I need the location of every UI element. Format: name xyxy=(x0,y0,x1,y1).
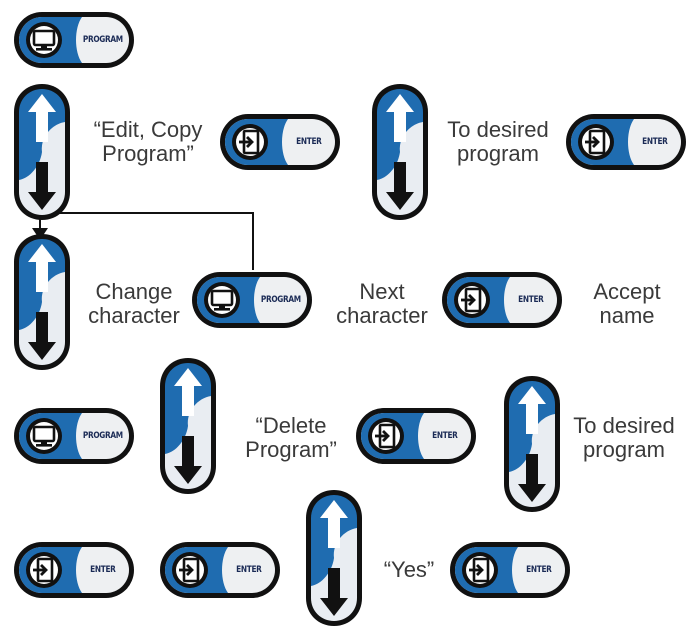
enter-icon xyxy=(12,538,76,602)
down-arrow-icon xyxy=(306,558,362,626)
up-arrow-icon xyxy=(14,84,70,152)
program-button-label: PROGRAM xyxy=(260,295,301,305)
enter-icon xyxy=(564,110,628,174)
program-button-label: PROGRAM xyxy=(82,431,123,441)
program-button[interactable]: PROGRAM xyxy=(12,8,136,72)
up-arrow-icon xyxy=(504,376,560,444)
enter-button-label: ENTER xyxy=(90,565,116,575)
up-arrow-icon xyxy=(14,234,70,302)
up-down-arrow-button[interactable] xyxy=(370,82,430,222)
down-arrow-icon xyxy=(504,444,560,512)
down-arrow-icon xyxy=(372,152,428,220)
enter-button-label: ENTER xyxy=(642,137,668,147)
enter-button-label: ENTER xyxy=(518,295,544,305)
program-button-label: PROGRAM xyxy=(82,35,123,45)
up-down-arrow-button[interactable] xyxy=(158,356,218,496)
enter-button[interactable]: ENTER xyxy=(448,538,572,602)
monitor-icon xyxy=(190,268,254,332)
down-arrow-icon xyxy=(14,302,70,370)
enter-button[interactable]: ENTER xyxy=(564,110,688,174)
up-down-arrow-button[interactable] xyxy=(304,488,364,628)
enter-button[interactable]: ENTER xyxy=(12,538,136,602)
enter-button-label: ENTER xyxy=(236,565,262,575)
monitor-icon xyxy=(12,8,76,72)
enter-button[interactable]: ENTER xyxy=(440,268,564,332)
enter-button-label: ENTER xyxy=(296,137,322,147)
enter-button-label: ENTER xyxy=(432,431,458,441)
enter-button[interactable]: ENTER xyxy=(354,404,478,468)
down-arrow-icon xyxy=(14,152,70,220)
up-arrow-icon xyxy=(306,490,362,558)
enter-button[interactable]: ENTER xyxy=(218,110,342,174)
monitor-icon xyxy=(12,404,76,468)
enter-icon xyxy=(448,538,512,602)
enter-icon xyxy=(440,268,504,332)
enter-button-label: ENTER xyxy=(526,565,552,575)
enter-icon xyxy=(218,110,282,174)
down-arrow-icon xyxy=(160,426,216,494)
step-text-yes: “Yes” xyxy=(383,557,435,582)
enter-icon xyxy=(158,538,222,602)
program-button[interactable]: PROGRAM xyxy=(12,404,136,468)
up-down-arrow-button[interactable] xyxy=(12,232,72,372)
up-arrow-icon xyxy=(160,358,216,426)
up-down-arrow-button[interactable] xyxy=(502,374,562,514)
up-arrow-icon xyxy=(372,84,428,152)
enter-icon xyxy=(354,404,418,468)
up-down-arrow-button[interactable] xyxy=(12,82,72,222)
enter-button[interactable]: ENTER xyxy=(158,538,282,602)
program-button[interactable]: PROGRAM xyxy=(190,268,314,332)
